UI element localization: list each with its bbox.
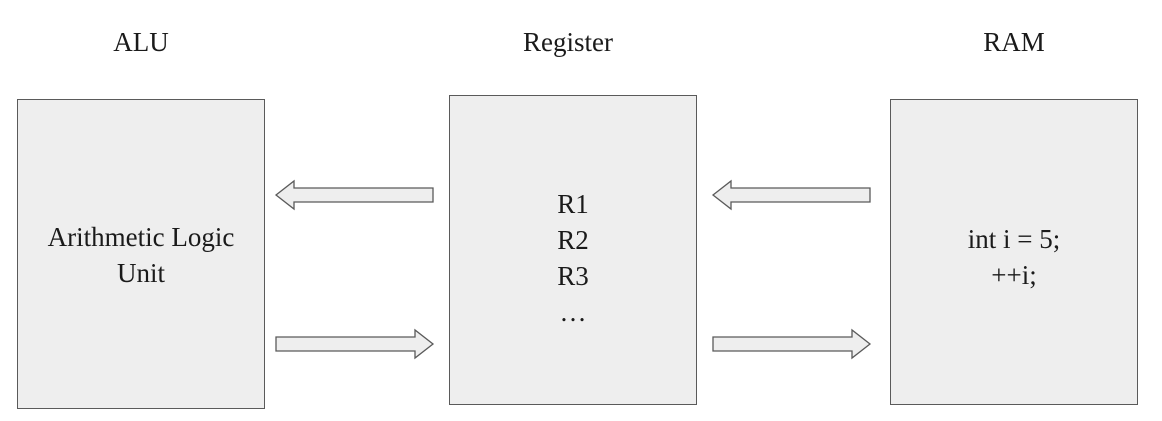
- alu-box-label: Arithmetic Logic Unit: [48, 219, 235, 291]
- ram-code-line-2: ++i;: [991, 260, 1037, 290]
- alu-label-line-2: Unit: [116, 258, 165, 288]
- ram-heading: RAM: [983, 27, 1045, 57]
- register-list: R1 R2 R3 …: [557, 186, 589, 330]
- register-heading: Register: [523, 27, 613, 57]
- register-item: R3: [557, 261, 589, 291]
- alu-label-line-1: Arithmetic Logic: [47, 222, 235, 252]
- alu-heading: ALU: [113, 27, 169, 57]
- ram-code-line-1: int i = 5;: [967, 224, 1061, 254]
- arrow-ram-to-register: [711, 179, 871, 211]
- register-item-ellipsis: …: [559, 297, 587, 327]
- alu-box: Arithmetic Logic Unit: [17, 99, 265, 409]
- register-box: R1 R2 R3 …: [449, 95, 697, 405]
- arrow-register-to-ram: [712, 328, 872, 360]
- arrow-register-to-alu: [274, 179, 434, 211]
- ram-box: int i = 5; ++i;: [890, 99, 1138, 405]
- register-item: R2: [557, 225, 589, 255]
- register-item: R1: [557, 189, 589, 219]
- arrow-alu-to-register: [275, 328, 435, 360]
- ram-code: int i = 5; ++i;: [968, 221, 1060, 293]
